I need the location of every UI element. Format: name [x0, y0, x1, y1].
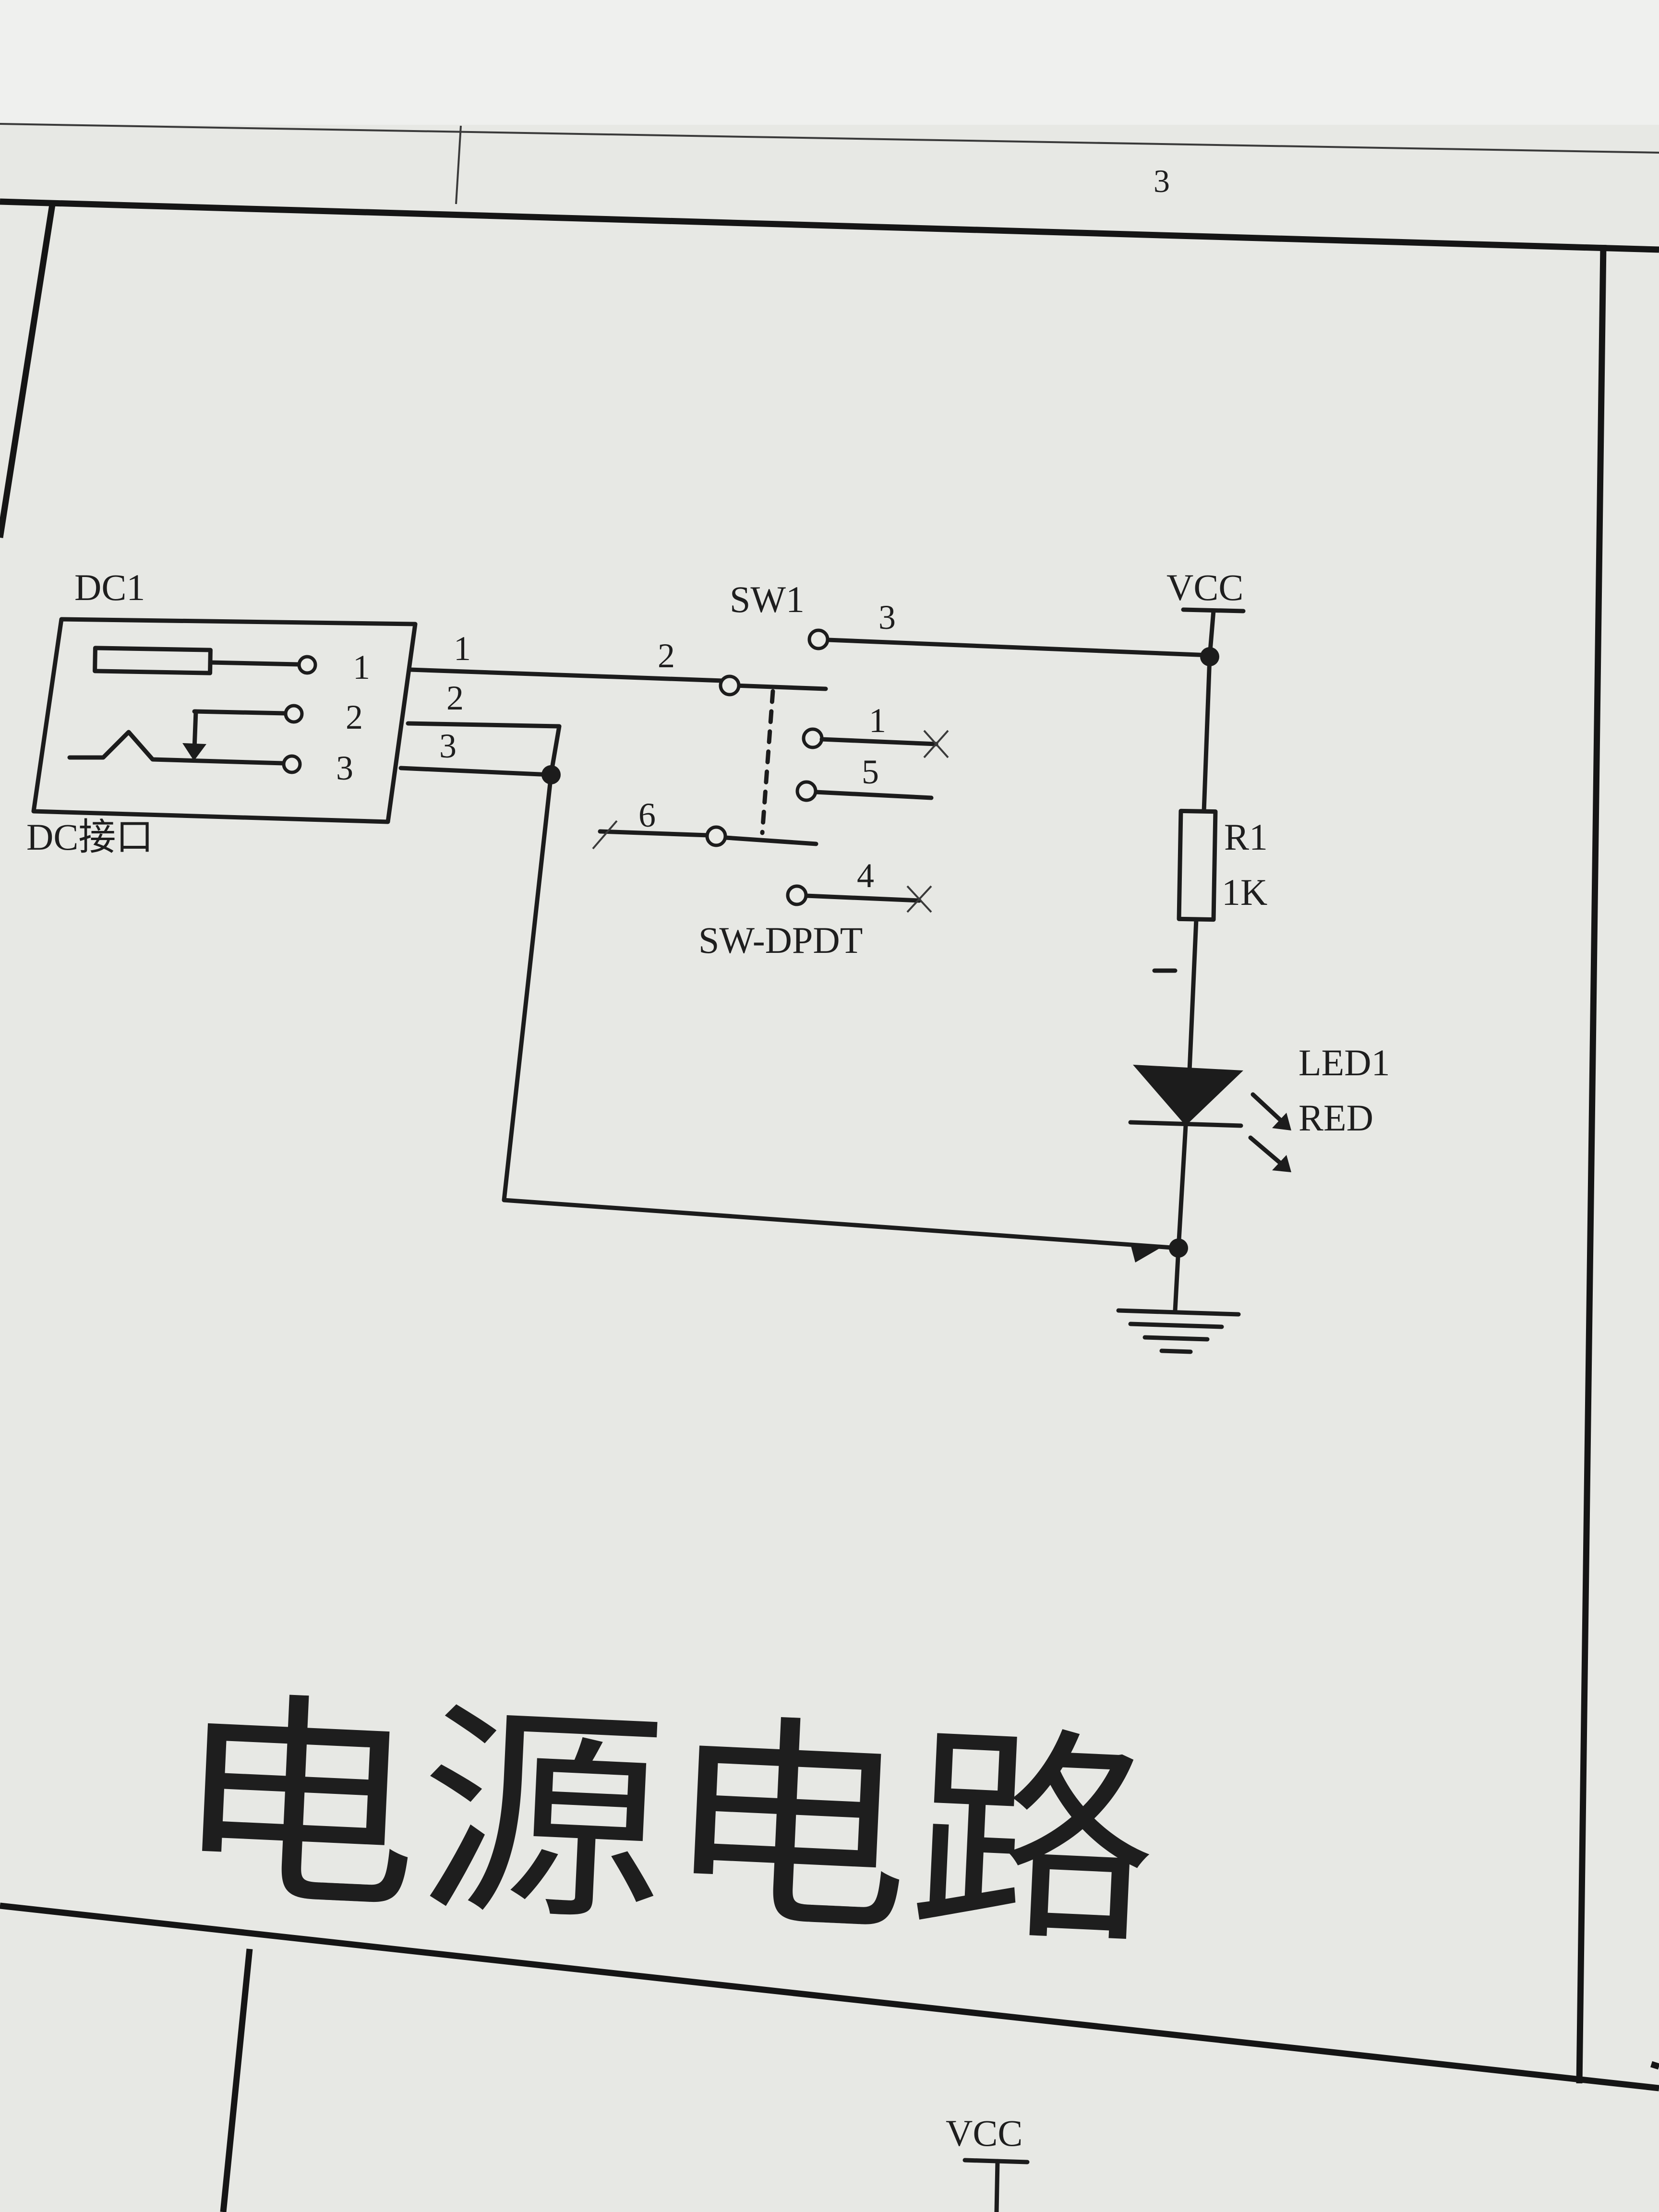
paper-top-margin	[0, 0, 1659, 125]
switch-type: SW-DPDT	[698, 919, 863, 961]
vcc-label: VCC	[1166, 566, 1243, 608]
wire-pin2	[406, 721, 562, 776]
wire-label-3: 3	[439, 727, 457, 765]
ground-symbol	[1116, 1246, 1241, 1354]
switch-pin-2: 2	[658, 637, 675, 675]
dc-jack-name: DC接口	[26, 816, 153, 858]
dc-jack-pin-2: 2	[346, 698, 363, 736]
led-emission-arrows	[1248, 1092, 1291, 1172]
wire-pin1-to-switch	[408, 667, 725, 683]
led-triangle	[1133, 1065, 1243, 1126]
dc-jack-designator: DC1	[74, 566, 145, 608]
dc-jack: DC1 1 2 3 DC接口	[26, 566, 418, 858]
led-color: RED	[1298, 1097, 1373, 1139]
ground-wire-arrow	[1130, 1244, 1162, 1262]
switch-pin-1: 1	[869, 701, 886, 740]
top-ruler-strip: 3	[0, 123, 1659, 253]
wire-ground-return	[502, 772, 1181, 1250]
switch-ganged-link	[760, 689, 775, 835]
switch-pin-6: 6	[638, 796, 656, 834]
led-designator: LED1	[1298, 1042, 1390, 1083]
wire-label-2: 2	[446, 679, 464, 717]
dpdt-switch: SW1 2 3 1 5 6 4 SW-DPDT	[592, 578, 1212, 961]
dc-jack-pin-3: 3	[336, 749, 353, 787]
switch-pin-5: 5	[862, 753, 879, 791]
bottom-vcc: VCC	[946, 2112, 1030, 2212]
drawing-frame	[0, 201, 1659, 2212]
dc-jack-switch-arrow	[182, 743, 206, 761]
wire-label-1: 1	[454, 629, 471, 668]
resistor-value: 1K	[1222, 871, 1267, 913]
wire-pin3	[398, 766, 553, 777]
dc-jack-wires: 1 2 3	[398, 629, 1181, 1250]
vcc-branch: VCC R1 1K LED1 RED	[1128, 566, 1390, 1262]
resistor-designator: R1	[1224, 816, 1268, 858]
switch-pin2-contact	[719, 674, 741, 697]
dc-jack-body	[31, 617, 418, 824]
dc-jack-pin-1: 1	[353, 648, 370, 686]
dc-jack-spring-contact	[67, 730, 286, 766]
switch-pin-3: 3	[878, 598, 896, 637]
wire-switch3-to-vcc	[826, 637, 1212, 658]
switch-pin-4: 4	[857, 856, 874, 895]
switch-designator: SW1	[730, 578, 805, 620]
column-number: 3	[1154, 163, 1170, 199]
bottom-vcc-label: VCC	[946, 2112, 1022, 2154]
section-title: 电源电路	[168, 1670, 1163, 1976]
